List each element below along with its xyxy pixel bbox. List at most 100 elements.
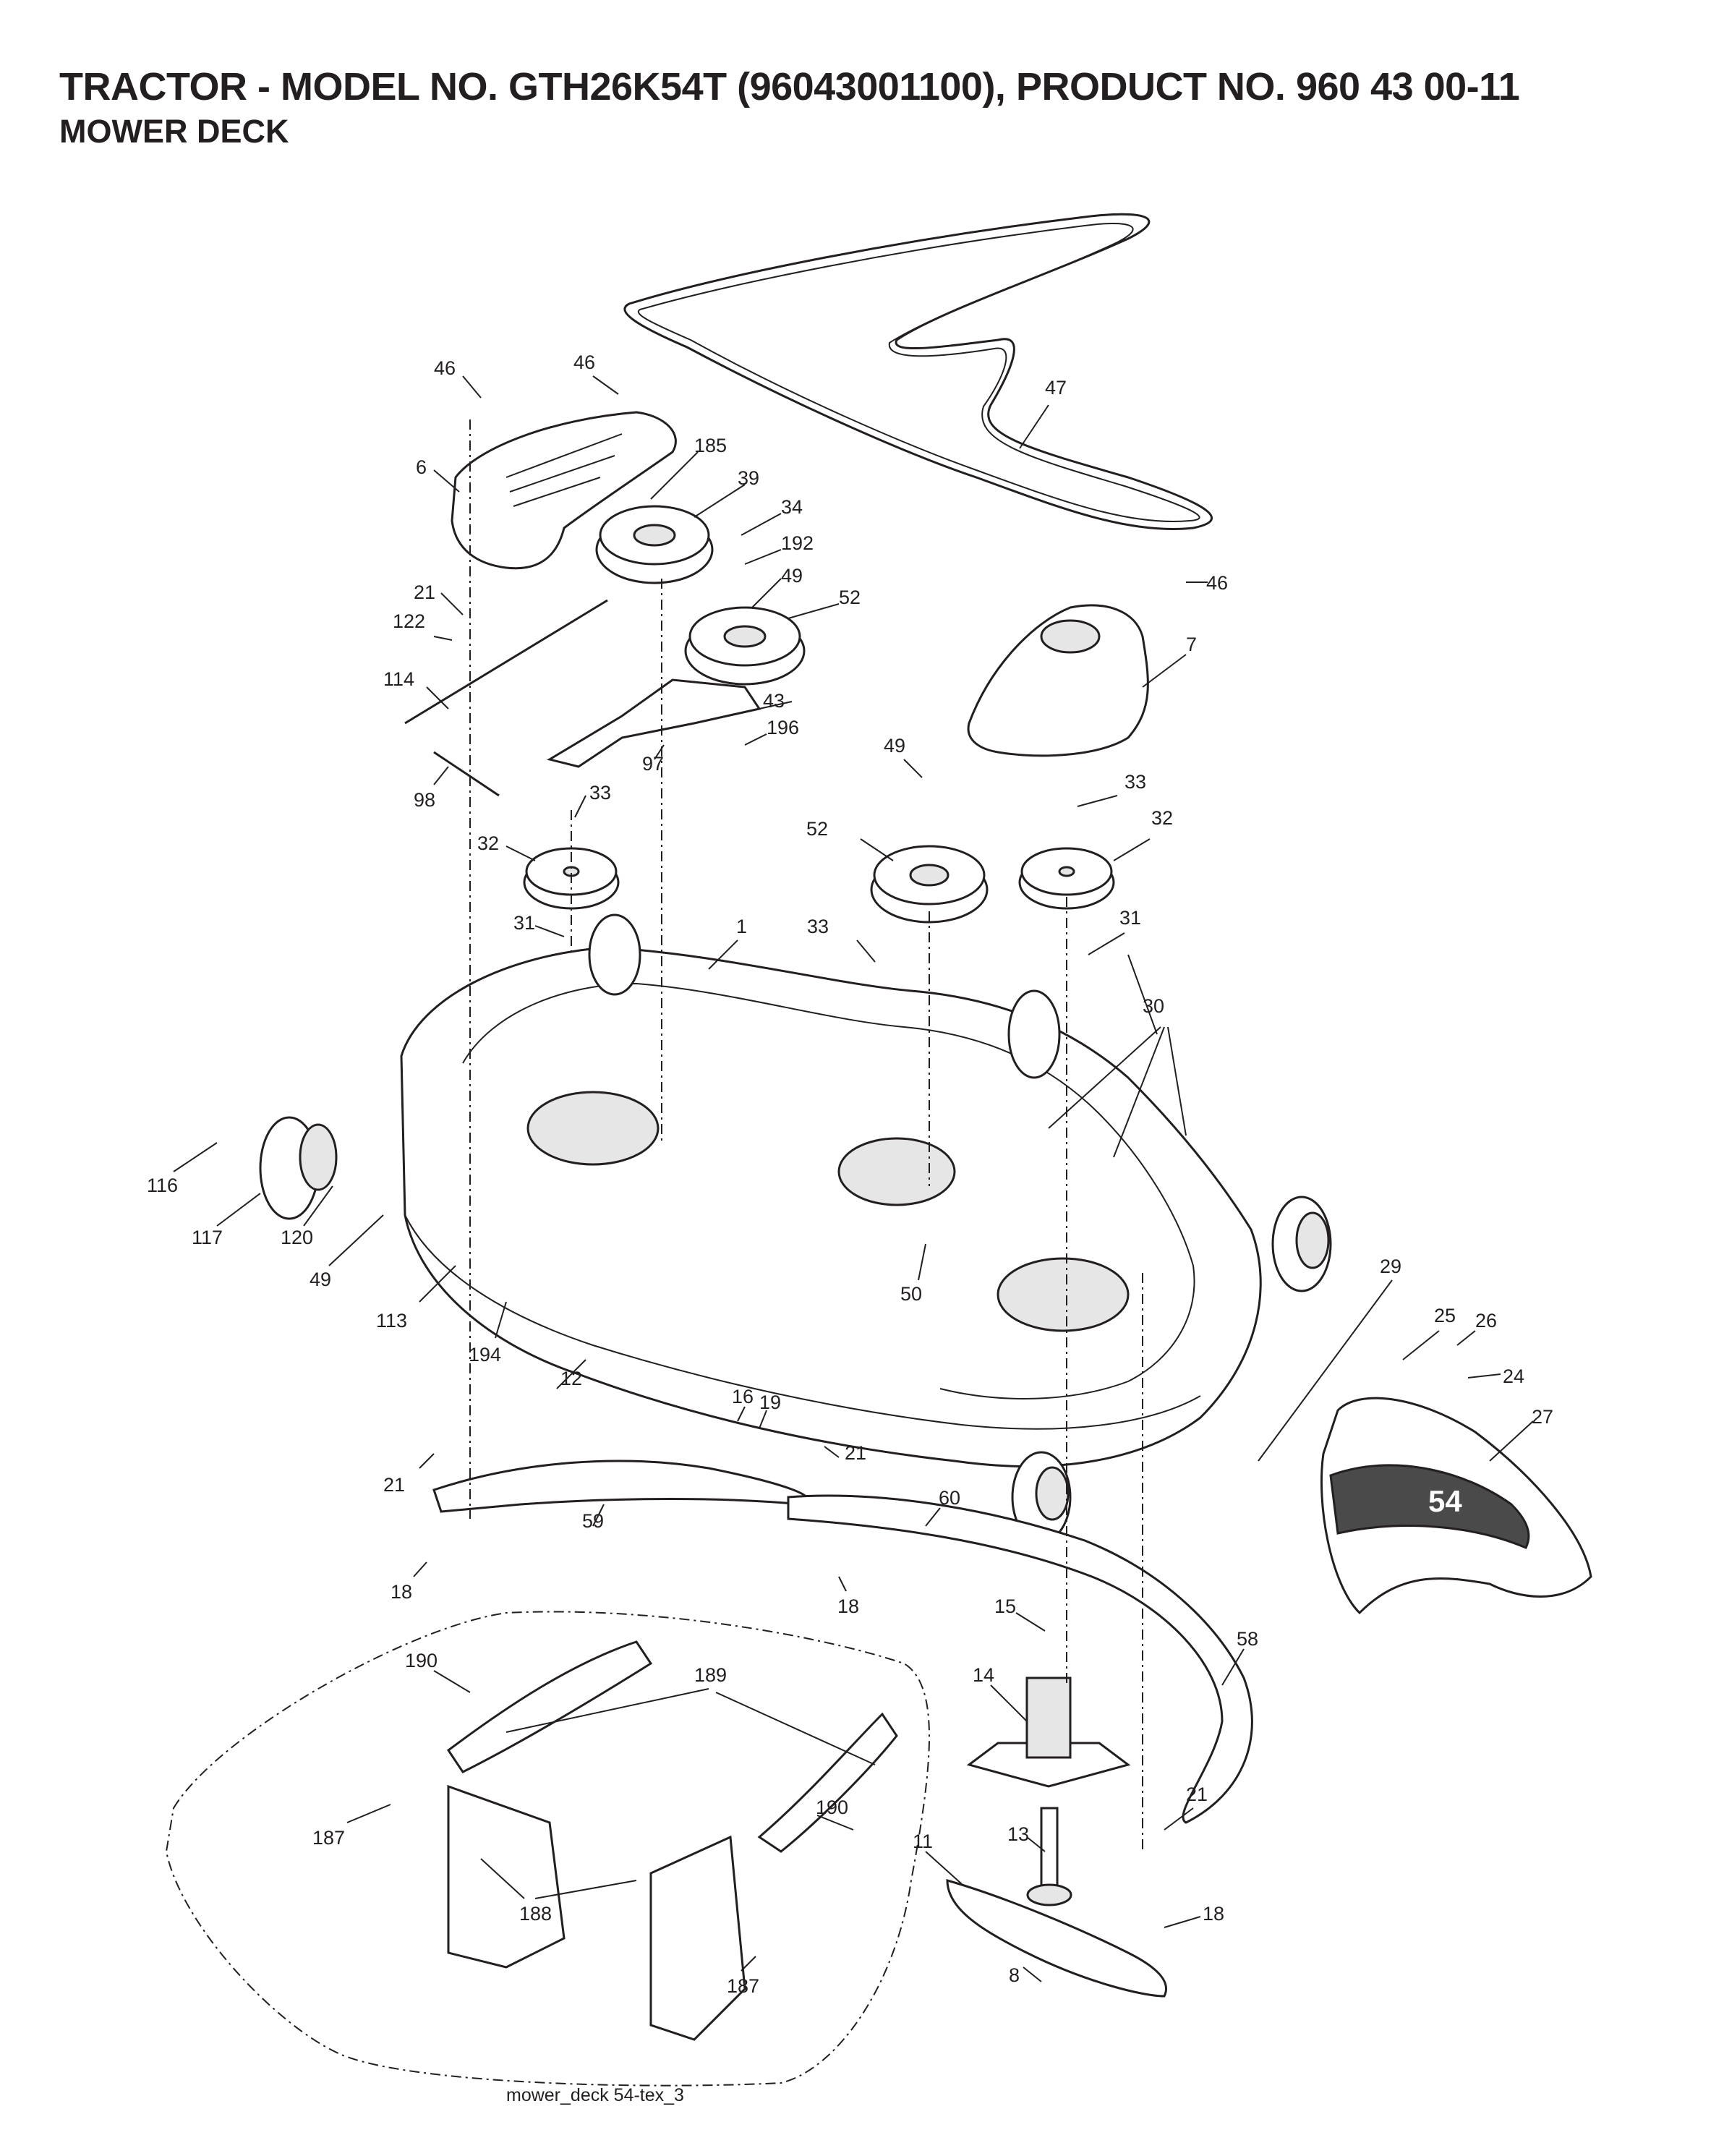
callout-47: 21 [845, 1442, 866, 1464]
callout-41: 19 [759, 1392, 781, 1413]
callout-24: 33 [1125, 771, 1146, 793]
callout-11: 21 [414, 581, 435, 603]
rear-baffle [787, 1494, 1253, 1824]
callout-42: 25 [1434, 1305, 1456, 1326]
drive-belt [623, 213, 1213, 531]
deck-size-label: 54 [1428, 1484, 1462, 1518]
callout-65: 8 [1009, 1964, 1020, 1986]
callout-43: 26 [1475, 1310, 1497, 1331]
callout-54: 189 [694, 1664, 727, 1686]
callout-49: 60 [939, 1487, 960, 1509]
callout-7: 34 [781, 496, 803, 518]
spindle-assembly [966, 1676, 1131, 1906]
callout-8: 192 [781, 532, 814, 554]
callout-15: 196 [767, 717, 799, 738]
callout-9: 49 [781, 565, 803, 587]
callout-35: 113 [376, 1310, 407, 1331]
cover-vent-pattern [505, 433, 623, 507]
callout-37: 50 [900, 1283, 922, 1305]
callout-5: 39 [738, 467, 759, 489]
tension-rod [404, 599, 608, 725]
callout-14: 43 [763, 690, 785, 712]
callout-3: 47 [1045, 377, 1067, 399]
gauge-wheel-rear-right [1007, 989, 1061, 1079]
callout-25: 32 [1151, 807, 1173, 829]
callout-50: 18 [391, 1581, 412, 1603]
callout-34: 49 [310, 1269, 331, 1290]
callout-38: 29 [1380, 1256, 1401, 1277]
callout-13: 114 [383, 668, 414, 690]
callout-40: 16 [732, 1386, 754, 1407]
mower-blade [946, 1879, 1167, 1998]
callout-53: 190 [405, 1650, 438, 1671]
callout-52: 15 [994, 1595, 1016, 1617]
callout-48: 59 [582, 1510, 604, 1532]
callout-56: 14 [973, 1664, 994, 1686]
spindle-pulley-32-right [1018, 847, 1115, 910]
callout-17: 98 [414, 789, 435, 811]
deck-front-skirt [404, 1214, 1201, 1430]
left-spindle-well [526, 1091, 660, 1166]
callout-39: 12 [560, 1368, 582, 1389]
callout-44: 24 [1503, 1365, 1524, 1387]
callout-1: 46 [434, 357, 456, 379]
gauge-wheel-117 [259, 1116, 338, 1220]
cover-logo [1040, 619, 1101, 654]
callout-26: 31 [513, 912, 535, 934]
hanger-bracket-right [649, 1712, 898, 2041]
callout-64: 18 [1203, 1903, 1224, 1925]
gauge-wheel-front [1011, 1451, 1072, 1543]
callout-36: 194 [469, 1344, 501, 1365]
tension-spring [433, 751, 500, 797]
callout-21: 32 [477, 832, 499, 854]
title-block: TRACTOR - MODEL NO. GTH26K54T (960430011… [59, 64, 1694, 152]
left-pulley-cover [451, 411, 677, 570]
deck-inner-rim [462, 982, 1195, 1399]
callout-46: 21 [383, 1474, 405, 1496]
callout-23: 52 [806, 818, 828, 840]
callout-2: 46 [573, 351, 595, 373]
callout-55: 58 [1237, 1628, 1258, 1650]
drive-belt-inner [638, 222, 1200, 523]
callout-19: 7 [1186, 634, 1197, 655]
callout-63: 187 [727, 1975, 759, 1997]
callout-4: 185 [694, 435, 727, 456]
callout-16: 97 [642, 753, 664, 775]
callout-57: 190 [816, 1797, 848, 1818]
gauge-wheel-rear-left [588, 913, 641, 996]
callout-32: 117 [192, 1227, 223, 1248]
callout-28: 33 [807, 916, 829, 937]
page-subtitle: MOWER DECK [59, 113, 289, 150]
idler-pulley-52-upper [684, 606, 806, 686]
callout-62: 11 [913, 1831, 933, 1852]
callout-61: 13 [1007, 1823, 1029, 1845]
callout-27: 1 [736, 916, 747, 937]
callout-30: 30 [1143, 995, 1164, 1017]
callout-33: 120 [281, 1227, 313, 1248]
callout-51: 18 [837, 1595, 859, 1617]
discharge-chute-stripes [1329, 1464, 1530, 1549]
page-title: TRACTOR - MODEL NO. GTH26K54T (960430011… [59, 65, 1520, 108]
hanger-bracket-left [446, 1640, 653, 1969]
figure-caption: mower_deck 54-tex_3 [506, 2085, 684, 2105]
callout-18: 46 [1206, 572, 1228, 594]
callout-60: 188 [519, 1903, 552, 1925]
callout-labels: 46 46 47 185 39 6 34 192 49 52 21 122 11… [147, 351, 1553, 1997]
idler-pulley-52-center [870, 845, 989, 924]
callout-59: 21 [1186, 1784, 1208, 1805]
center-spindle-well [837, 1137, 956, 1206]
front-baffle [432, 1460, 810, 1513]
right-spindle-well [997, 1257, 1130, 1332]
callout-12: 122 [393, 610, 425, 632]
idler-pulley-39 [595, 505, 714, 584]
callout-45: 27 [1532, 1406, 1553, 1428]
mower-deck-housing [400, 946, 1262, 1467]
callout-29: 31 [1119, 907, 1141, 929]
callout-31: 116 [147, 1175, 178, 1196]
callout-58: 187 [312, 1827, 345, 1849]
callout-10: 52 [839, 587, 861, 608]
gauge-wheel-right [1271, 1196, 1332, 1292]
callout-22: 49 [884, 735, 905, 757]
inset-boundary [165, 1611, 930, 2087]
